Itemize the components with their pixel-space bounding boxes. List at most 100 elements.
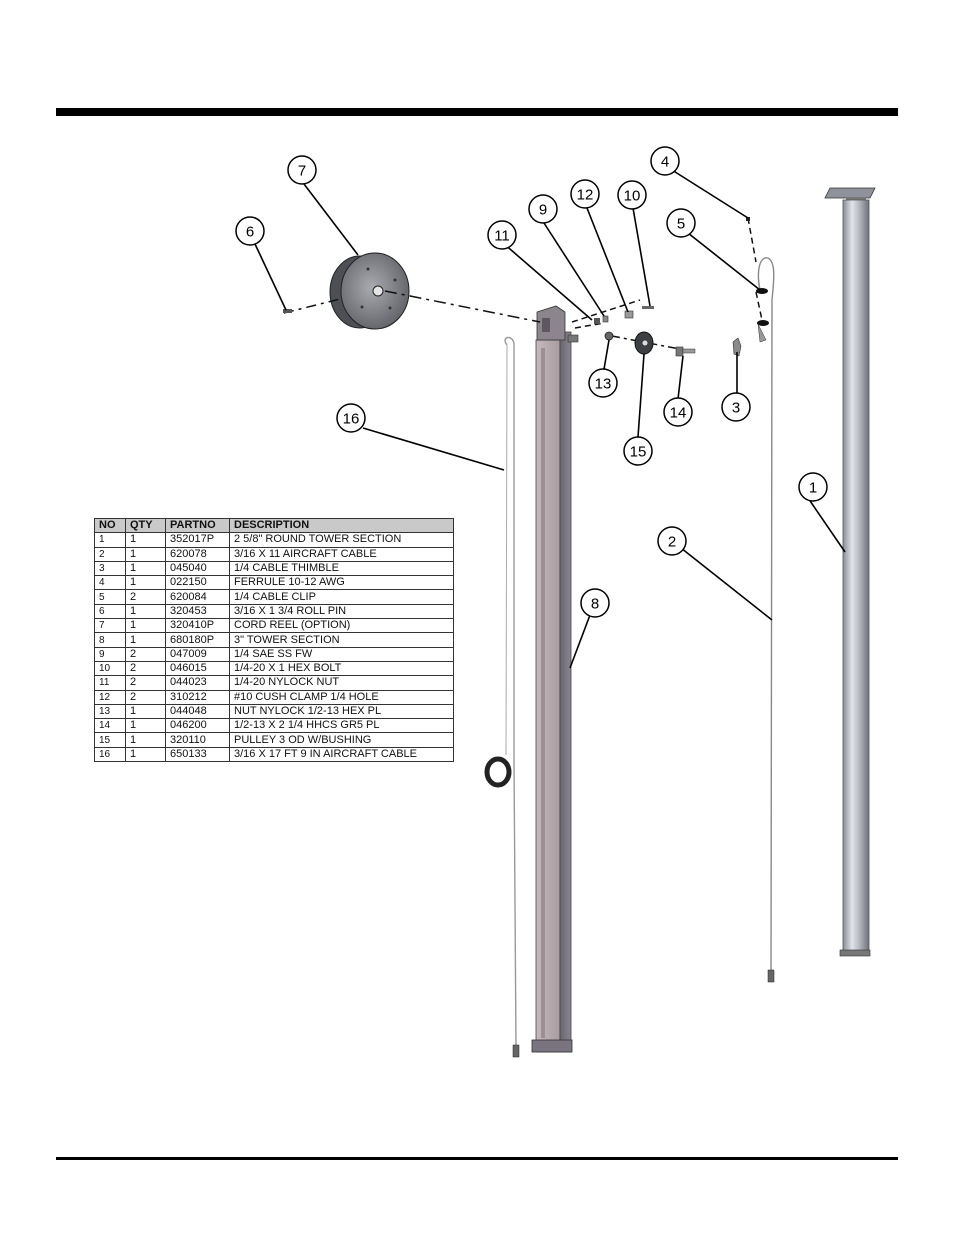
footer-rule [56,1157,898,1160]
header-partno: PARTNO [165,517,230,534]
svg-text:16: 16 [343,411,360,428]
leader-lines [254,169,846,669]
cell-no: 16 [94,746,126,763]
cell-description: 2 5/8" ROUND TOWER SECTION [229,532,454,548]
callout-7: 7 [287,155,317,185]
cell-description: PULLEY 3 OD W/BUSHING [229,732,454,748]
cell-partno: 620078 [165,546,230,562]
cable-thimble [732,337,742,357]
cell-qty: 1 [125,632,166,648]
cell-description: 1/4 CABLE CLIP [229,589,454,605]
cell-partno: 650133 [165,746,230,763]
callout-13: 13 [588,368,618,398]
callout-11: 11 [487,220,517,250]
cell-description: 3/16 X 17 FT 9 IN AIRCRAFT CABLE [229,746,454,763]
cell-partno: 680180P [165,632,230,648]
cell-partno: 320110 [165,732,230,748]
svg-text:5: 5 [677,216,685,233]
square-tower-section [531,305,579,1053]
cell-partno: 044023 [165,675,230,691]
svg-text:7: 7 [298,163,306,180]
callout-16: 16 [336,403,366,433]
svg-text:3: 3 [732,400,740,417]
cell-qty: 1 [125,546,166,562]
svg-text:10: 10 [624,188,641,205]
cell-partno: 047009 [165,646,230,662]
cell-no: 1 [94,532,126,548]
cell-no: 2 [94,546,126,562]
round-tower-section [824,187,876,957]
svg-text:14: 14 [670,405,687,422]
cell-partno: 310212 [165,689,230,705]
callout-15: 15 [623,436,653,466]
cell-qty: 2 [125,675,166,691]
cell-no: 14 [94,718,126,734]
callout-5: 5 [666,208,696,238]
cell-description: 3" TOWER SECTION [229,632,454,648]
cell-no: 6 [94,603,126,620]
cell-qty: 1 [125,703,166,720]
cell-no: 10 [94,660,126,677]
svg-text:8: 8 [591,596,599,613]
cell-description: FERRULE 10-12 AWG [229,575,454,591]
cell-partno: 046200 [165,718,230,734]
callout-4: 4 [650,146,680,176]
svg-text:12: 12 [577,187,594,204]
cell-no: 9 [94,646,126,662]
cell-partno: 320453 [165,603,230,620]
cell-qty: 1 [125,603,166,620]
cell-partno: 022150 [165,575,230,591]
cell-description: NUT NYLOCK 1/2-13 HEX PL [229,703,454,720]
svg-text:11: 11 [494,228,510,245]
callout-2: 2 [657,526,687,556]
cell-description: 1/4 SAE SS FW [229,646,454,662]
cell-description: 3/16 X 11 AIRCRAFT CABLE [229,546,454,562]
cell-qty: 2 [125,660,166,677]
cell-qty: 2 [125,589,166,605]
svg-text:13: 13 [595,376,612,393]
callout-14: 14 [663,397,693,427]
cord-reel [329,252,410,330]
cell-qty: 2 [125,689,166,705]
cell-no: 4 [94,575,126,591]
svg-text:6: 6 [246,224,254,241]
cell-partno: 044048 [165,703,230,720]
cell-qty: 2 [125,646,166,662]
cell-description: 1/4-20 X 1 HEX BOLT [229,660,454,677]
cell-no: 7 [94,618,126,634]
cell-partno: 320410P [165,618,230,634]
header-description: DESCRIPTION [229,517,454,534]
parts-table-header: NO QTY PARTNO DESCRIPTION [94,517,454,534]
header-qty: QTY [125,517,166,534]
svg-text:15: 15 [630,444,647,461]
header-no: NO [94,517,126,534]
cell-qty: 1 [125,575,166,591]
cell-description: CORD REEL (OPTION) [229,618,454,634]
cell-qty: 1 [125,532,166,548]
cell-qty: 1 [125,718,166,734]
cell-qty: 1 [125,746,166,763]
aircraft-cable-16 [484,336,520,1058]
callout-3: 3 [721,392,751,422]
callout-12: 12 [570,179,600,209]
svg-text:1: 1 [809,480,817,497]
svg-text:4: 4 [661,154,669,171]
cell-partno: 045040 [165,560,230,577]
cell-no: 12 [94,689,126,705]
callout-6: 6 [235,216,265,246]
callout-9: 9 [528,194,558,224]
svg-text:9: 9 [539,202,547,219]
